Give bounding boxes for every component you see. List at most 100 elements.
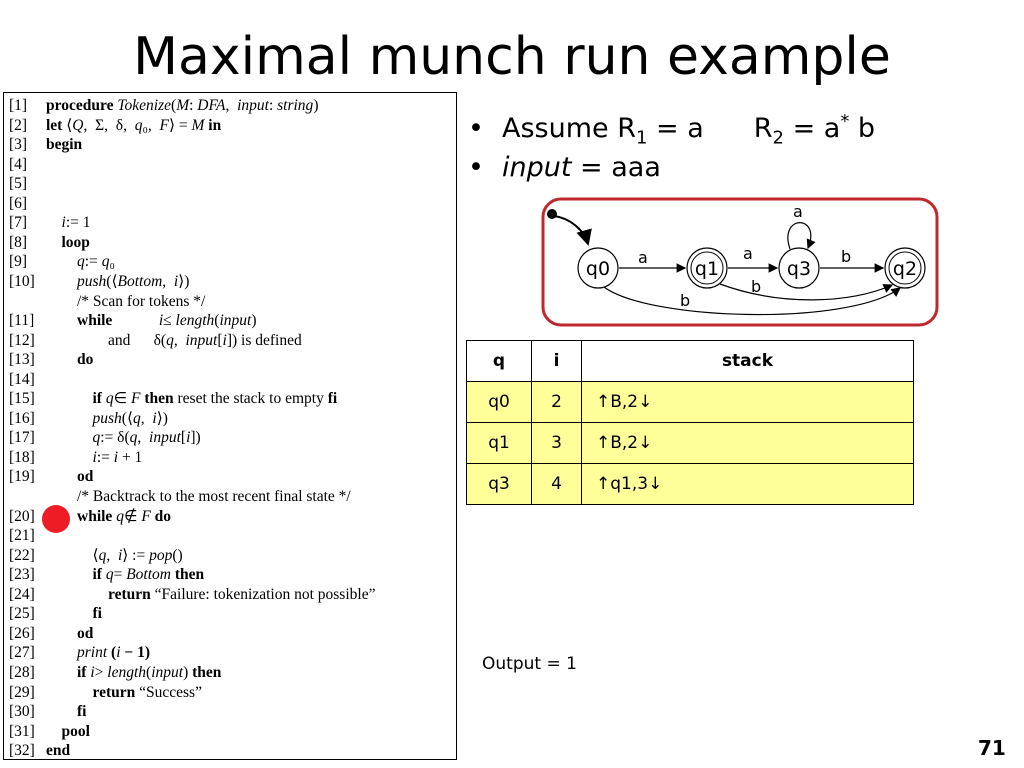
fsm-diagram: q0 q1 q3 q2 a a a b b b (541, 197, 939, 327)
bullet-text: R (753, 113, 773, 144)
start-dot (547, 209, 557, 219)
code-token: /* Scan for tokens */ (46, 292, 206, 310)
code-token: i (173, 272, 179, 290)
table-row: q0 2 ↑B,2↓ (466, 381, 914, 423)
code-token: i (116, 644, 121, 662)
code-token: i (113, 448, 119, 466)
code-token: q (98, 546, 107, 564)
code-text: print (i − 1) (46, 643, 150, 663)
code-token: push (77, 272, 107, 290)
code-text: ⟨q, i⟩ := pop() (46, 546, 183, 566)
code-text: while q∉ F do (46, 507, 171, 527)
bullet-text: input (502, 152, 572, 183)
header-stack: stack (581, 340, 914, 382)
code-text: if q∈ F then reset the stack to empty fi (46, 389, 338, 409)
cell-q: q1 (466, 422, 532, 464)
line-number: [11] (9, 312, 35, 330)
code-token: := (84, 253, 102, 271)
code-token: begin (46, 136, 83, 154)
code-token: := (96, 448, 114, 466)
line-number: [5] (9, 175, 28, 193)
line-number: [27] (9, 644, 35, 662)
line-number: [21] (9, 527, 35, 545)
bullet-text: Assume R (502, 113, 636, 144)
code-token: let (46, 116, 67, 134)
state-label: q3 (787, 258, 811, 280)
cell-i: 4 (531, 463, 582, 505)
cell-stack: ↑B,2↓ (581, 381, 914, 423)
code-token: ⟩) (156, 409, 168, 427)
code-text: fi (46, 604, 102, 624)
line-number: [12] (9, 331, 35, 349)
code-token: return (108, 585, 151, 603)
code-token (46, 566, 93, 583)
edge-label: a (793, 202, 803, 221)
line-number: [4] (9, 155, 28, 173)
code-token (46, 468, 77, 485)
code-token: Q (72, 116, 84, 134)
code-token: (⟨ (106, 272, 118, 290)
code-token: DFA (197, 97, 226, 114)
code-token: ⟩ := (122, 546, 150, 564)
code-token: while (77, 507, 117, 525)
code-token: , (162, 272, 174, 290)
code-token (46, 312, 77, 329)
output-text: Output = 1 (482, 654, 577, 674)
table-row: q1 3 ↑B,2↓ (466, 422, 914, 464)
code-text: /* Scan for tokens */ (46, 292, 205, 312)
code-token: := δ( (100, 429, 130, 447)
line-number: [26] (9, 624, 35, 642)
bullet-dot-icon: • (468, 113, 484, 144)
code-text: while i≤ length(input) (46, 311, 256, 331)
code-token: od (77, 624, 94, 642)
code-text: let ⟨Q, Σ, δ, q₀, F⟩ = M in (46, 116, 221, 136)
code-token: then (171, 566, 205, 584)
cell-stack: ↑q1,3↓ (581, 463, 914, 505)
code-token (46, 449, 93, 466)
code-text: od (46, 624, 93, 644)
edge-label: b (680, 291, 690, 310)
code-token: i (152, 409, 157, 427)
line-number: [31] (9, 722, 35, 740)
code-token: ( (171, 97, 177, 114)
code-token (46, 253, 77, 270)
line-number: [10] (9, 272, 35, 290)
code-token: do (77, 351, 94, 369)
code-token: ( (146, 663, 152, 681)
code-token: input (151, 663, 184, 681)
code-token: ) (313, 97, 319, 114)
start-arrow (553, 215, 592, 246)
code-token: , (173, 331, 186, 349)
code-text: procedure Tokenize(M: DFA, input: string… (46, 96, 318, 116)
edge-label: a (638, 248, 648, 267)
code-token (46, 332, 108, 349)
code-token: i (90, 663, 95, 681)
bullet-text: = a (784, 113, 841, 144)
code-token: q (105, 566, 114, 584)
code-token: procedure (46, 97, 118, 114)
code-token (46, 723, 62, 740)
bullet-text: b (849, 113, 876, 144)
cell-q: q3 (466, 463, 532, 505)
code-text: if q= Bottom then (46, 565, 205, 585)
code-token: ₀, (142, 116, 160, 134)
code-token: i (117, 546, 123, 564)
code-token: := 1 (65, 214, 91, 232)
bullet-input: •input = aaa (468, 150, 661, 186)
code-text: i:= 1 (46, 213, 91, 233)
code-token: M (191, 116, 205, 134)
code-text: od (46, 467, 93, 487)
code-token: q (101, 253, 110, 271)
table-header-row: q i stack (466, 340, 914, 382)
code-token: ≤ (163, 312, 176, 330)
code-text: return “Success” (46, 683, 202, 703)
code-token (46, 273, 77, 290)
subscript: 2 (772, 127, 784, 149)
bullet-text: = aaa (571, 152, 661, 183)
code-token: ( (214, 312, 220, 330)
code-token (46, 410, 93, 427)
code-token: in (204, 116, 222, 134)
superscript: * (840, 111, 850, 132)
code-token (46, 605, 93, 622)
code-text: if i> length(input) then (46, 663, 221, 683)
